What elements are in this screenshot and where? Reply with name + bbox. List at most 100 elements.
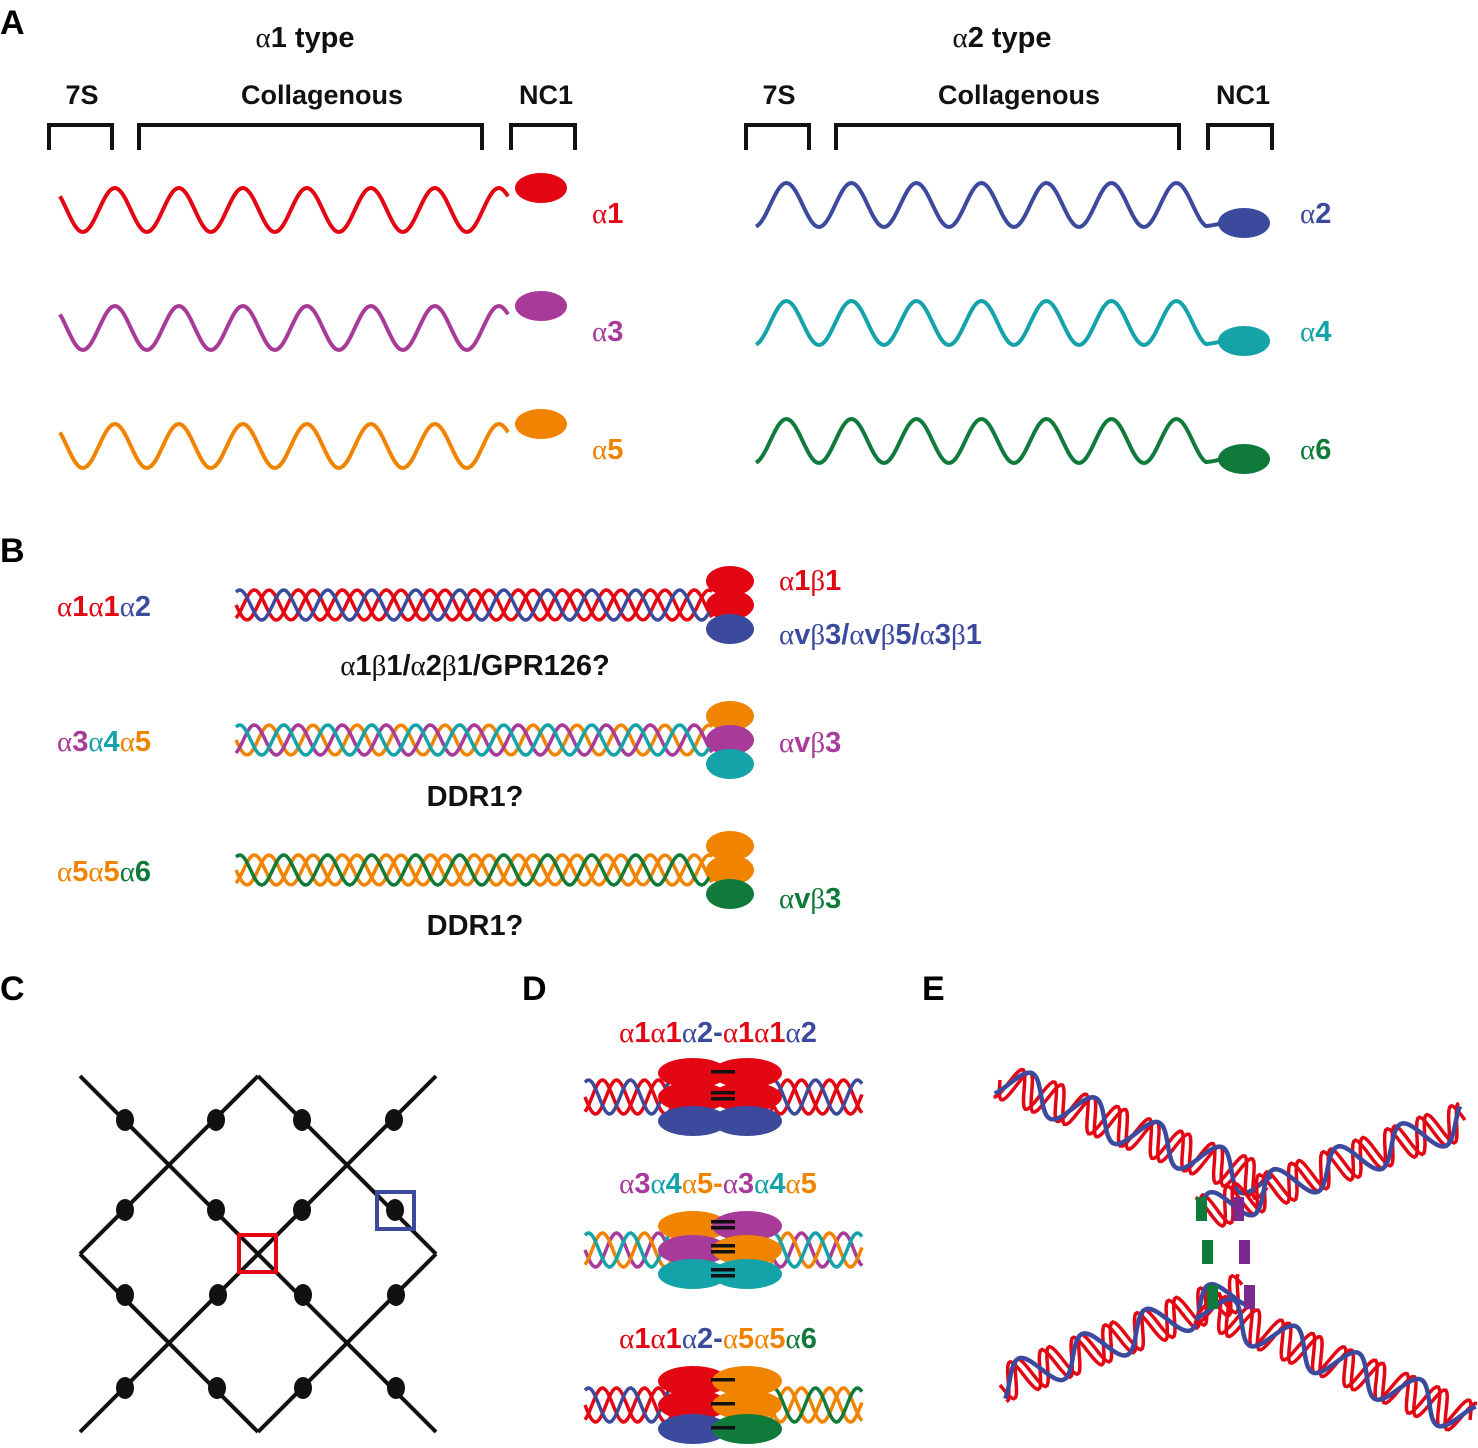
triple-helix-strand [234, 588, 714, 622]
disulfide-bond [711, 1244, 735, 1248]
chain-label: α6 [1300, 434, 1331, 466]
network-strand [78, 1074, 438, 1434]
chain-label: α1 [592, 198, 623, 230]
panel-c-network-lattice [78, 1074, 438, 1434]
helix-strand-red [1005, 1273, 1244, 1404]
nc1-domain [515, 409, 567, 439]
chain-helix [58, 422, 510, 470]
type-title: α2 type [952, 22, 1051, 54]
nc1-domain [706, 749, 754, 779]
junction-dot [116, 1377, 134, 1399]
chain-label: α4 [1300, 316, 1331, 348]
nc1-domain [712, 1259, 782, 1289]
nc1-domain [706, 701, 754, 731]
junction-dot [207, 1199, 225, 1221]
junction-dot [207, 1109, 225, 1131]
receptor-below-label: DDR1? [427, 910, 524, 942]
disulfide-bond [711, 1091, 735, 1095]
nc1-domain [706, 725, 754, 755]
nc1-domain [658, 1259, 728, 1289]
network-strand [78, 1074, 260, 1256]
nc1-domain [706, 566, 754, 596]
nc1-domain [712, 1366, 782, 1396]
disulfide-bond [711, 1378, 735, 1382]
junction-dot [116, 1284, 134, 1306]
helix-strand [583, 1078, 681, 1116]
helix-strand [583, 1078, 680, 1116]
nc1-domain [658, 1106, 728, 1136]
helix-strand [768, 1078, 864, 1116]
domain-bracket [1206, 123, 1274, 150]
chain-helix [754, 298, 1226, 348]
network-strand [256, 1074, 438, 1256]
hexamer-title: α1α1α2-α5α5α6 [619, 1323, 817, 1355]
triple-helix-strand [234, 853, 714, 887]
nc1-domain [658, 1082, 728, 1112]
junction-dot [294, 1377, 312, 1399]
crosslink-purple [1233, 1197, 1244, 1221]
helix-strand [768, 1386, 864, 1424]
helix-strand-blue [1003, 1281, 1251, 1400]
chain-helix [58, 304, 510, 352]
disulfide-bond [711, 1268, 735, 1272]
nc1-domain [712, 1414, 782, 1444]
helix-strand-blue [1194, 1296, 1477, 1429]
nc1-domain [706, 879, 754, 909]
chain-label: α3 [592, 316, 623, 348]
protomer-name: α1α1α2 [57, 591, 151, 623]
junction-dot [293, 1199, 311, 1221]
helix-strand [768, 1231, 864, 1269]
disulfide-bond [711, 1097, 735, 1101]
panel-e-7s-tetramer [993, 1067, 1478, 1432]
panel-label-c: C [0, 970, 25, 1008]
nc1-domain [706, 855, 754, 885]
triple-helix-strand [234, 723, 714, 757]
helix-strand [583, 1386, 680, 1424]
junction-dot [386, 1199, 404, 1221]
nc1-domain [712, 1058, 782, 1088]
helix-strand-blue [1198, 1105, 1463, 1218]
panel-b-protomers: α1α1α2α1β1αvβ3/αvβ5/α3β1α1β1/α2β1/GPR126… [57, 565, 982, 942]
domain-label: Collagenous [241, 80, 403, 110]
hexamer-title: α1α1α2-α1α1α2 [619, 1017, 817, 1049]
junction-dot [387, 1284, 405, 1306]
domain-label: 7S [65, 80, 98, 110]
network-strand [256, 1252, 438, 1434]
helix-strand [768, 1386, 864, 1424]
network-strand [78, 1252, 260, 1434]
crosslink-green [1207, 1285, 1218, 1309]
junction-dot [116, 1109, 134, 1131]
type-title: α1 type [255, 22, 354, 54]
nc1-domain [706, 614, 754, 644]
nc1-domain [658, 1414, 728, 1444]
nc1-domain [1218, 208, 1270, 238]
domain-bracket [47, 123, 114, 150]
helix-strand [583, 1231, 681, 1269]
domain-bracket [509, 123, 577, 150]
domain-label: 7S [762, 80, 795, 110]
chain-helix [754, 416, 1226, 466]
nc1-domain [658, 1058, 728, 1088]
panel-label-d: D [522, 970, 547, 1008]
domain-label: NC1 [1216, 80, 1270, 110]
nc1-domain [658, 1235, 728, 1265]
domain-bracket [834, 123, 1181, 150]
receptor-label: α1β1 [779, 565, 841, 597]
junction-dot [385, 1109, 403, 1131]
nc1-domain [1218, 444, 1270, 474]
chain-helix [754, 180, 1226, 230]
nc1-domain [712, 1211, 782, 1241]
panel-label-a: A [0, 4, 25, 42]
domain-label: NC1 [519, 80, 573, 110]
junction-dot [293, 1109, 311, 1131]
receptor-label: αvβ3 [779, 727, 841, 759]
helix-strand [768, 1231, 864, 1269]
nc1-domain [712, 1390, 782, 1420]
panel-label-b: B [0, 532, 25, 570]
helix-strand [583, 1231, 680, 1269]
disulfide-bond [711, 1250, 735, 1254]
disulfide-bond [711, 1402, 735, 1406]
chain-label: α2 [1300, 198, 1331, 230]
